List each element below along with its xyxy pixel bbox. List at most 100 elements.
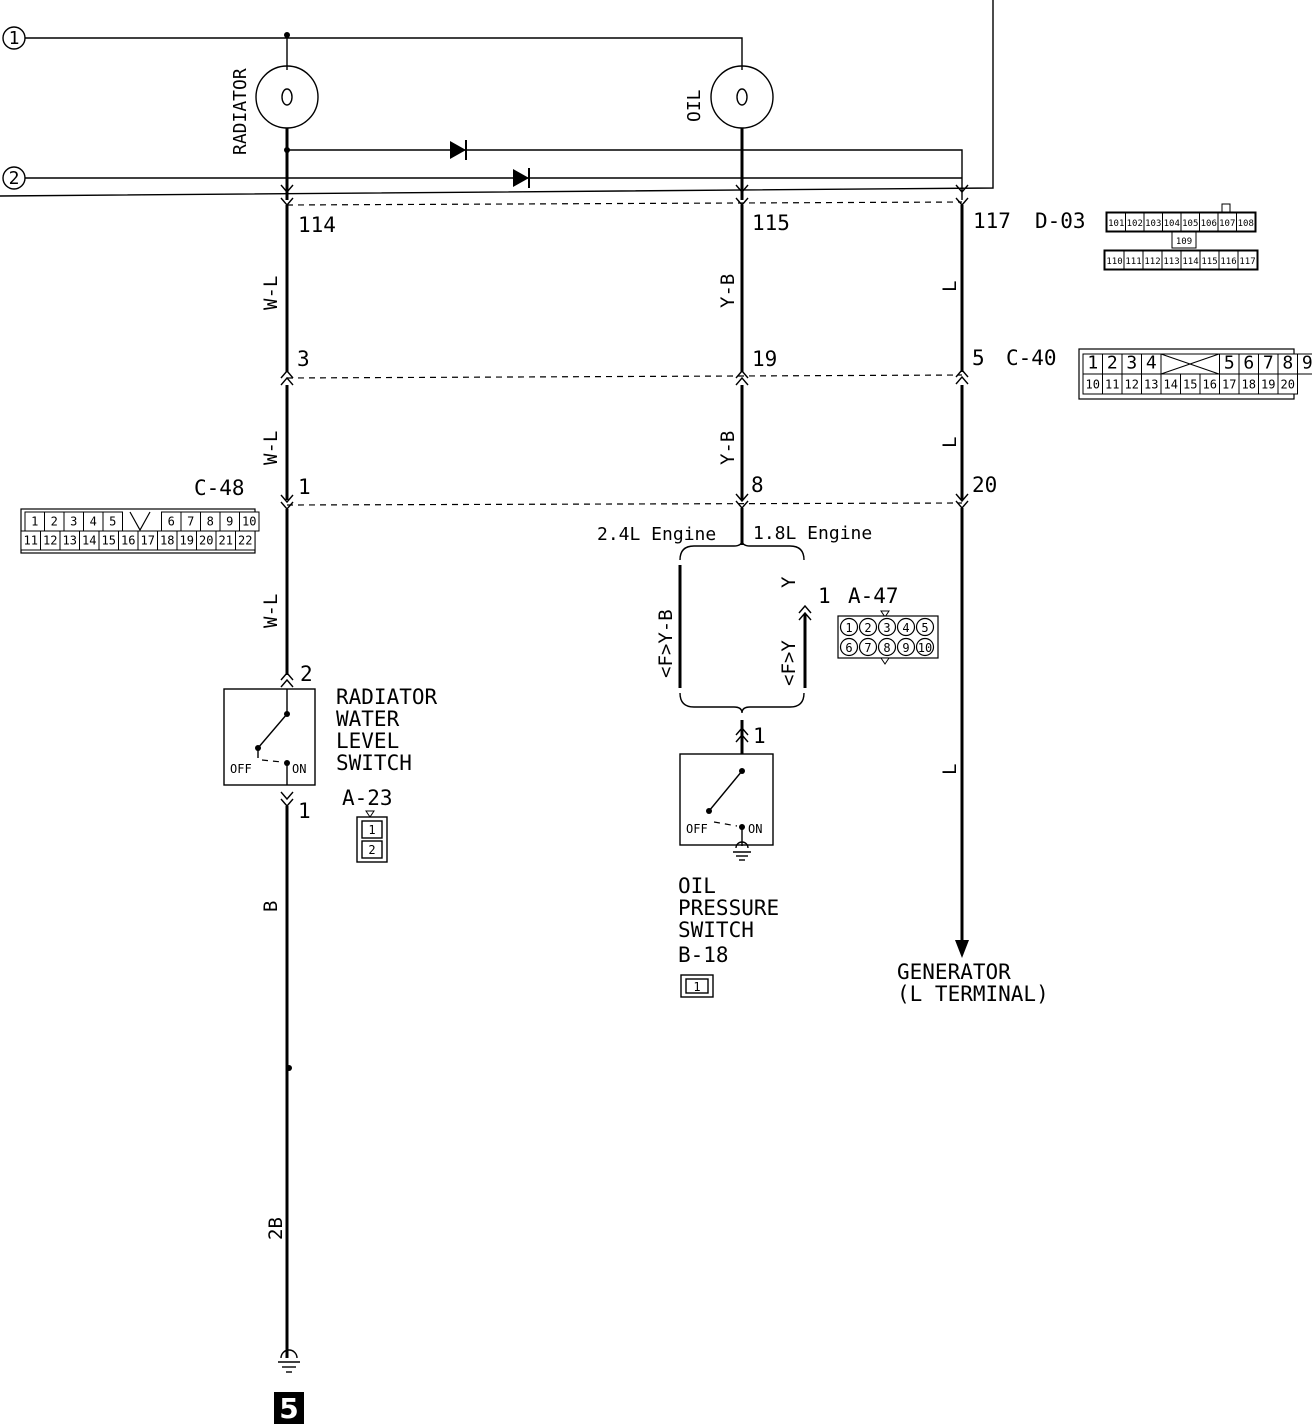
wire-color-wl-1: W-L	[260, 276, 282, 310]
radiator-switch-title: RADIATOR WATER LEVEL SWITCH	[336, 685, 438, 775]
a47-pin-marker	[798, 604, 812, 621]
radiator-switch-bottom-pin	[280, 791, 294, 808]
c48-pin-11: 11	[24, 534, 38, 548]
a23-pin-2: 2	[368, 843, 375, 857]
connector-a23-label: A-23	[342, 786, 393, 810]
c48-pin-7: 7	[187, 515, 194, 529]
d03-pin-110: 110	[1106, 257, 1122, 267]
switch-pin-2-label: 2	[300, 662, 313, 686]
c48-pin-20: 20	[199, 534, 213, 548]
a47-pin-2: 2	[864, 621, 871, 635]
a47-pin-6: 6	[845, 641, 852, 655]
a47-pin-8: 8	[883, 641, 890, 655]
c40-pin-9: 9	[1302, 352, 1312, 373]
radiator-gauge: RADIATOR	[230, 65, 319, 155]
connector-c40-line	[286, 374, 963, 379]
d03-pin-108: 108	[1238, 219, 1254, 229]
c48-pin-16: 16	[121, 534, 135, 548]
connector-d03-line	[286, 201, 963, 206]
oil-switch-pin-label: 1	[753, 724, 766, 748]
c48-pin-4: 4	[90, 515, 97, 529]
d03-pin-112: 112	[1144, 257, 1160, 267]
page-reference-label: 5	[279, 1392, 298, 1425]
oil-switch-on-label: ON	[748, 822, 762, 836]
c40-pin-17: 17	[1222, 377, 1236, 391]
d03-pin-107: 107	[1219, 219, 1235, 229]
c40-pin-10: 10	[1086, 377, 1100, 391]
wire-color-yb-1: Y-B	[717, 274, 739, 308]
c40-pin-15: 15	[1183, 377, 1197, 391]
a23-pin-1: 1	[368, 823, 375, 837]
wire-color-y: Y	[778, 576, 800, 588]
pin-117-label: 117	[973, 209, 1011, 233]
c48-pin-10: 10	[242, 515, 256, 529]
wire-color-fyb: <F>Y-B	[655, 609, 677, 678]
d03-pin-117: 117	[1239, 257, 1255, 267]
a47-pin-1: 1	[845, 621, 852, 635]
connector-a47-label: A-47	[848, 584, 899, 608]
c48-pin-22: 22	[238, 534, 252, 548]
oil-switch-pin	[735, 726, 749, 743]
c48-pin-15: 15	[102, 534, 116, 548]
oil-switch-line-1: OIL	[678, 874, 716, 898]
switch-pin-1-label: 1	[298, 799, 311, 823]
connector-c40-pins	[280, 368, 969, 386]
ground-symbol	[278, 1349, 300, 1373]
a47-pin-5: 5	[921, 621, 928, 635]
pin-114-label: 114	[298, 213, 336, 237]
c48-pin-2: 2	[51, 515, 58, 529]
c48-pin-1: 1	[31, 515, 38, 529]
connector-c48-line	[286, 502, 963, 506]
oil-gauge: OIL	[684, 65, 774, 129]
diode-lower	[513, 168, 530, 188]
radiator-switch-line-3: LEVEL	[336, 729, 399, 753]
generator-title: GENERATOR (L TERMINAL)	[897, 960, 1049, 1006]
pin-19-label: 19	[752, 347, 777, 371]
c48-pin-9: 9	[226, 515, 233, 529]
d03-pin-104: 104	[1164, 219, 1180, 229]
oil-gauge-label: OIL	[684, 89, 705, 122]
diode-wire-upper	[287, 149, 963, 200]
pin-1-label: 1	[298, 475, 311, 499]
line-from-circle-1	[25, 37, 743, 70]
pin-115-label: 115	[752, 211, 790, 235]
c48-pin-19: 19	[180, 534, 194, 548]
d03-pin-101: 101	[1108, 219, 1124, 229]
c40-pin-4: 4	[1146, 352, 1157, 373]
d03-pin-114: 114	[1182, 257, 1198, 267]
oil-switch-line-2: PRESSURE	[678, 896, 779, 920]
wire-color-yb-2: Y-B	[717, 431, 739, 465]
c48-pin-8: 8	[207, 515, 214, 529]
a47-pin-4: 4	[902, 621, 909, 635]
radiator-switch-line-4: SWITCH	[336, 751, 412, 775]
radiator-switch-on-label: ON	[292, 762, 306, 776]
connector-d03-label: D-03	[1035, 209, 1086, 233]
d03-pin-106: 106	[1201, 219, 1217, 229]
radiator-switch-off-label: OFF	[230, 762, 252, 776]
radiator-switch-line-2: WATER	[336, 707, 400, 731]
connector-face-a23: 1 2	[356, 810, 388, 863]
oil-switch-line-4: B-18	[678, 943, 729, 967]
oil-switch-line-3: SWITCH	[678, 918, 754, 942]
pin-20-label: 20	[972, 473, 997, 497]
pin-5-label: 5	[972, 346, 985, 370]
a47-pin-3: 3	[883, 621, 890, 635]
connector-c48-label: C-48	[194, 476, 245, 500]
wire-color-fy: <F>Y	[778, 640, 800, 686]
c40-pin-8: 8	[1282, 352, 1293, 373]
c48-pin-14: 14	[82, 534, 96, 548]
page-reference-5: 5	[274, 1392, 304, 1425]
c48-pin-18: 18	[160, 534, 174, 548]
c40-pin-7: 7	[1263, 352, 1274, 373]
radiator-water-level-switch: OFF ON	[223, 688, 316, 786]
d03-pin-109: 109	[1176, 237, 1192, 247]
c48-pin-17: 17	[141, 534, 155, 548]
c48-pin-5: 5	[109, 515, 116, 529]
wire-color-l-2: L	[939, 437, 961, 448]
engine-variant-brace-bottom	[679, 692, 805, 714]
c48-pin-6: 6	[168, 515, 175, 529]
c40-pin-1: 1	[1087, 352, 1098, 373]
c40-pin-19: 19	[1261, 377, 1275, 391]
cluster-frame	[0, 0, 994, 197]
